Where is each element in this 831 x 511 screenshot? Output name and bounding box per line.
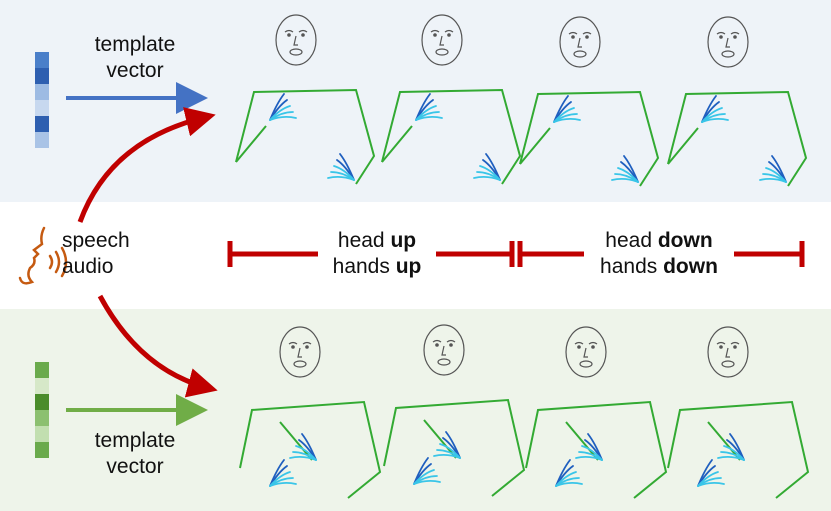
- hand-sketch: [555, 459, 583, 487]
- hand-sketch: [759, 155, 787, 183]
- face-sketch: [559, 16, 601, 68]
- hand-sketch: [269, 459, 297, 487]
- pose-frame: [525, 326, 668, 499]
- top-band: [0, 0, 831, 202]
- pose-frame: [383, 324, 526, 497]
- hand-sketch: [553, 95, 581, 123]
- speech-to-bottom-arrow: [97, 294, 218, 398]
- top-template-vector: [35, 52, 49, 148]
- speech-to-top-arrow: [77, 107, 216, 223]
- pose-frame: [667, 326, 810, 499]
- hand-sketch: [289, 433, 317, 461]
- hand-sketch: [611, 155, 639, 183]
- pose-frame: [381, 14, 522, 185]
- hand-sketch: [433, 431, 461, 459]
- face-sketch: [565, 326, 607, 378]
- hand-sketch: [575, 433, 603, 461]
- face-sketch: [421, 14, 463, 66]
- hand-sketch: [717, 433, 745, 461]
- face-sketch: [275, 14, 317, 66]
- hand-sketch: [413, 457, 441, 485]
- segment-down-label: head down hands down: [600, 229, 718, 278]
- hand-sketch: [415, 93, 443, 121]
- face-sketch: [279, 326, 321, 378]
- hand-sketch: [269, 93, 297, 121]
- segment-up-label: head up hands up: [332, 229, 422, 278]
- hand-sketch: [701, 95, 729, 123]
- pose-frame: [239, 326, 382, 499]
- pose-frame: [519, 16, 660, 187]
- pose-frame: [667, 16, 808, 187]
- face-sketch: [423, 324, 465, 376]
- hand-sketch: [697, 459, 725, 487]
- face-sketch: [707, 16, 749, 68]
- speaking-head-icon: [18, 226, 68, 285]
- timeline: [227, 241, 805, 267]
- bottom-template-vector: [35, 362, 49, 458]
- hand-sketch: [473, 153, 501, 181]
- hand-sketch: [327, 153, 355, 181]
- pose-frame: [235, 14, 376, 185]
- face-sketch: [707, 326, 749, 378]
